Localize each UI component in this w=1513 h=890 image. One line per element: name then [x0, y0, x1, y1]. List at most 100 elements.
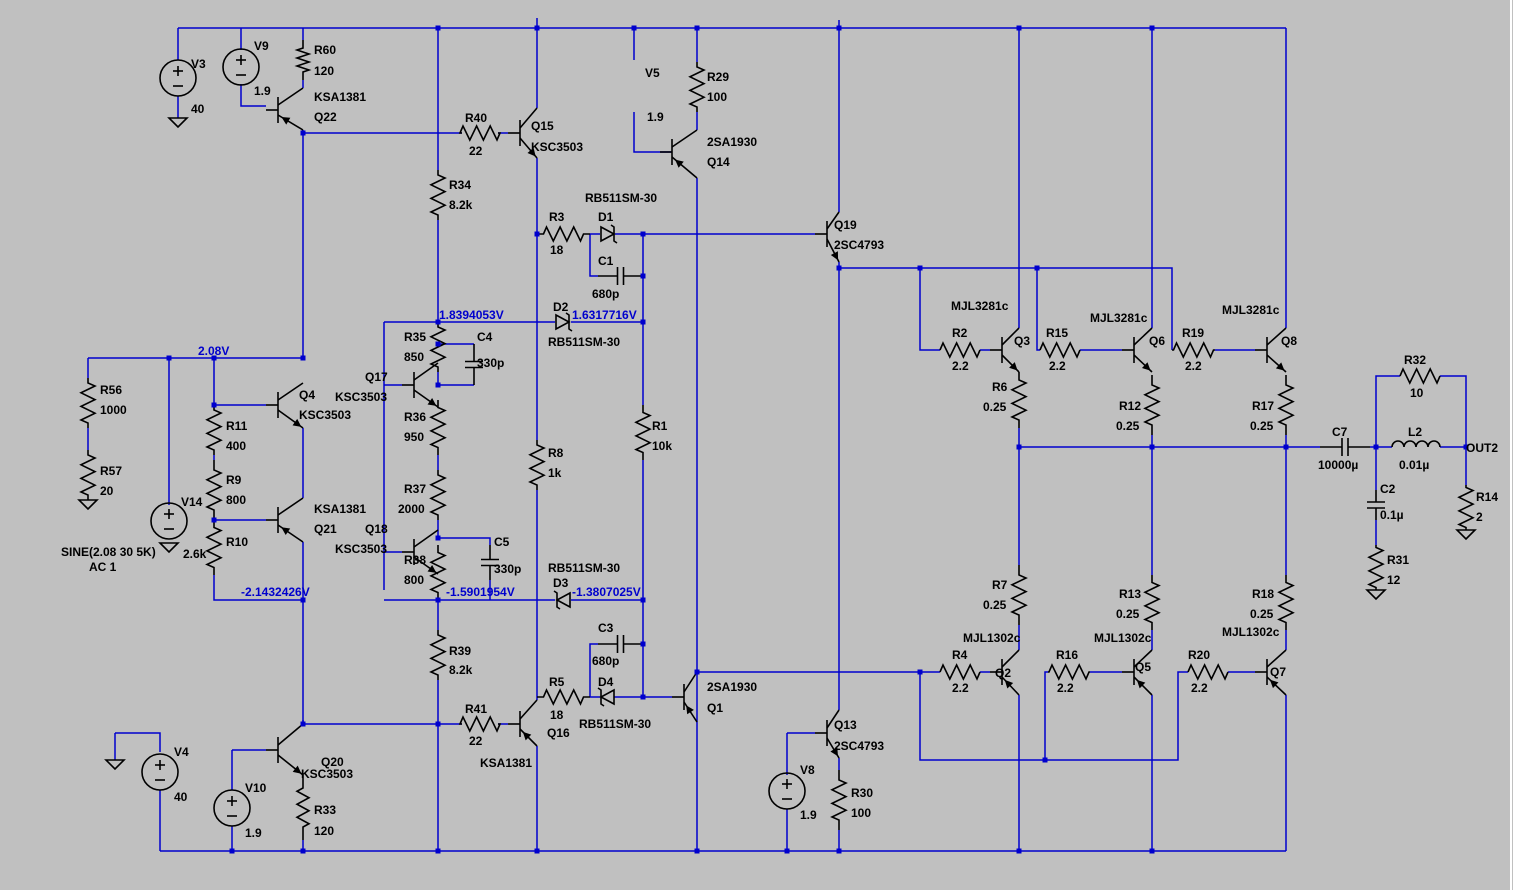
label-Q4: Q4 — [299, 388, 315, 402]
label-Q13-part: 2SC4793 — [834, 739, 884, 753]
label-Q2: Q2 — [995, 666, 1011, 680]
label-R3-value: 18 — [550, 243, 564, 257]
label-Q13: Q13 — [834, 718, 857, 732]
label-Q4-part: KSC3503 — [299, 408, 351, 422]
C1-capacitor — [598, 267, 643, 285]
voltage-minus-2-143: -2.1432426V — [241, 585, 310, 599]
label-R31-value: 12 — [1387, 573, 1401, 587]
label-R5-value: 18 — [550, 708, 564, 722]
label-R37: R37 — [404, 482, 426, 496]
R35-resistor — [429, 322, 447, 372]
label-R20-value: 2.2 — [1191, 681, 1208, 695]
label-Q16-part: KSA1381 — [480, 756, 532, 770]
label-V3: V3 — [191, 57, 206, 71]
R31-resistor — [1367, 545, 1385, 590]
label-R9-value: 800 — [226, 493, 246, 507]
junction-dot — [917, 669, 923, 675]
label-Q22: Q22 — [314, 110, 337, 124]
wire — [438, 537, 491, 545]
wire — [1036, 268, 1040, 351]
junction-dot — [640, 641, 646, 647]
label-Q3: Q3 — [1014, 334, 1030, 348]
V8-source — [768, 772, 806, 810]
C2-capacitor — [1367, 490, 1385, 520]
junction-dot — [640, 231, 646, 237]
label-V14-ac: AC 1 — [89, 560, 117, 574]
label-Q20: Q20 — [321, 755, 344, 769]
junction-dot — [534, 848, 540, 854]
label-R10-value: 2.6k — [183, 547, 207, 561]
label-R40: R40 — [465, 111, 487, 125]
label-R11-value: 400 — [226, 439, 246, 453]
label-R41: R41 — [465, 702, 487, 716]
label-R6-value: 0.25 — [983, 400, 1007, 414]
label-R17-value: 0.25 — [1250, 419, 1274, 433]
label-R7-value: 0.25 — [983, 598, 1007, 612]
ground-R14 — [1455, 529, 1477, 541]
junction-dot — [917, 265, 923, 271]
label-R36-value: 950 — [404, 430, 424, 444]
R32-resistor — [1399, 367, 1441, 385]
label-Q6-part: MJL3281c — [1090, 311, 1148, 325]
ground-V4 — [104, 759, 126, 771]
label-R35-value: 850 — [404, 350, 424, 364]
junction-dot — [166, 355, 172, 361]
label-R34-value: 8.2k — [449, 198, 473, 212]
R10-resistor — [205, 520, 223, 575]
label-V5: V5 — [645, 66, 660, 80]
junction-dot — [435, 597, 441, 603]
R14-resistor — [1457, 485, 1475, 530]
label-R16-value: 2.2 — [1057, 681, 1074, 695]
junction-dot — [640, 319, 646, 325]
label-R14: R14 — [1476, 490, 1498, 504]
label-L2: L2 — [1408, 425, 1422, 439]
R34-resistor — [429, 170, 447, 220]
wire — [1044, 671, 1048, 760]
label-D3-part: RB511SM-30 — [548, 561, 620, 575]
Q6-transistor — [1122, 327, 1153, 373]
R30-resistor — [830, 770, 848, 830]
label-R29-value: 100 — [707, 90, 727, 104]
V3-source — [159, 59, 197, 97]
label-R41-value: 22 — [469, 734, 483, 748]
junction-dot — [1149, 848, 1155, 854]
label-R19: R19 — [1182, 326, 1204, 340]
V9-source — [222, 48, 260, 86]
label-R57-value: 20 — [100, 484, 114, 498]
label-D2: D2 — [553, 300, 569, 314]
R16-resistor — [1048, 663, 1090, 681]
R13-resistor — [1143, 575, 1161, 630]
label-R2: R2 — [952, 326, 968, 340]
label-Q15: Q15 — [531, 119, 554, 133]
label-R2-value: 2.2 — [952, 359, 969, 373]
R17-resistor — [1277, 375, 1295, 435]
V4-source — [141, 753, 179, 791]
voltage-2-08: 2.08V — [198, 344, 229, 358]
Q15-transistor — [508, 107, 538, 159]
label-V4-value: 40 — [174, 790, 188, 804]
label-Q8: Q8 — [1281, 334, 1297, 348]
label-R38: R38 — [404, 553, 426, 567]
R15-resistor — [1039, 341, 1081, 359]
label-R36: R36 — [404, 410, 426, 424]
R57-resistor — [79, 450, 97, 500]
label-R8-value: 1k — [548, 466, 562, 480]
junction-dot — [1016, 444, 1022, 450]
label-R11: R11 — [226, 419, 248, 433]
R19-resistor — [1172, 341, 1215, 359]
label-V10: V10 — [245, 781, 267, 795]
junction-dot — [435, 25, 441, 31]
junction-dot — [300, 848, 306, 854]
label-R10: R10 — [226, 535, 248, 549]
junction-dot — [1034, 265, 1040, 271]
C4-capacitor — [465, 344, 483, 385]
label-Q2-part: MJL1302c — [963, 631, 1021, 645]
label-R56-value: 1000 — [100, 403, 127, 417]
label-V5-value: 1.9 — [647, 110, 664, 124]
junction-dot — [694, 848, 700, 854]
label-R31: R31 — [1387, 553, 1409, 567]
label-R35: R35 — [404, 330, 426, 344]
label-Q22-part: KSA1381 — [314, 90, 366, 104]
Q2-transistor — [990, 649, 1020, 696]
